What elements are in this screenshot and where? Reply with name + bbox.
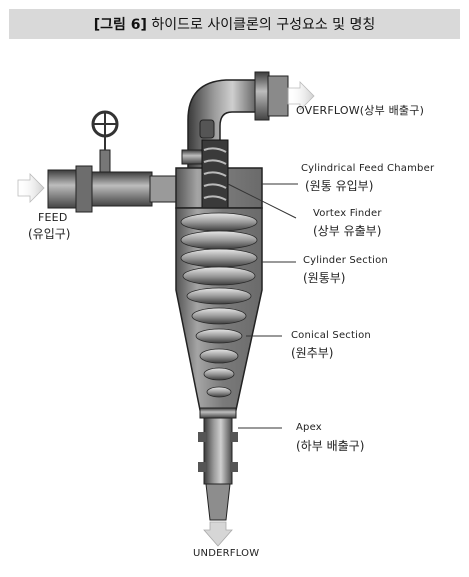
- label-feed-en: FEED: [38, 211, 68, 224]
- apex: [198, 407, 238, 521]
- label-cylinder-section-ko: (원통부): [303, 271, 346, 285]
- label-vortex-finder-ko: (상부 유출부): [313, 224, 382, 238]
- overflow-arrow: [287, 81, 315, 111]
- label-cylinder-section-en: Cylinder Section: [303, 255, 388, 266]
- overflow-pipe: [181, 71, 289, 171]
- label-feed-ko: (유입구): [28, 227, 71, 241]
- figure-title-bar: [그림 6] 하이드로 사이클론의 구성요소 및 명칭: [9, 9, 460, 39]
- figure-number: [그림 6]: [93, 17, 147, 33]
- label-conical-section-ko: (원추부): [291, 346, 334, 360]
- vortex-swirl: [180, 212, 258, 398]
- underflow-arrow: [203, 521, 233, 547]
- label-apex-en: Apex: [296, 422, 322, 433]
- label-underflow: UNDERFLOW: [193, 548, 260, 559]
- label-apex-ko: (하부 배출구): [296, 439, 365, 453]
- figure-title: [그림 6] 하이드로 사이클론의 구성요소 및 명칭: [94, 14, 376, 34]
- feed-arrow: [17, 173, 45, 203]
- feed-pipe: [17, 165, 177, 213]
- leader-vortex-finder: [227, 183, 297, 219]
- valve: [91, 110, 119, 173]
- label-vortex-finder-en: Vortex Finder: [313, 208, 382, 219]
- label-cyl-feed-chamber-en: Cylindrical Feed Chamber: [301, 163, 435, 174]
- label-conical-section-en: Conical Section: [291, 330, 371, 341]
- label-overflow: OVERFLOW(상부 배출구): [296, 104, 425, 117]
- label-cyl-feed-chamber-ko: (원통 유입부): [305, 179, 374, 193]
- figure-caption: 하이드로 사이클론의 구성요소 및 명칭: [151, 17, 376, 33]
